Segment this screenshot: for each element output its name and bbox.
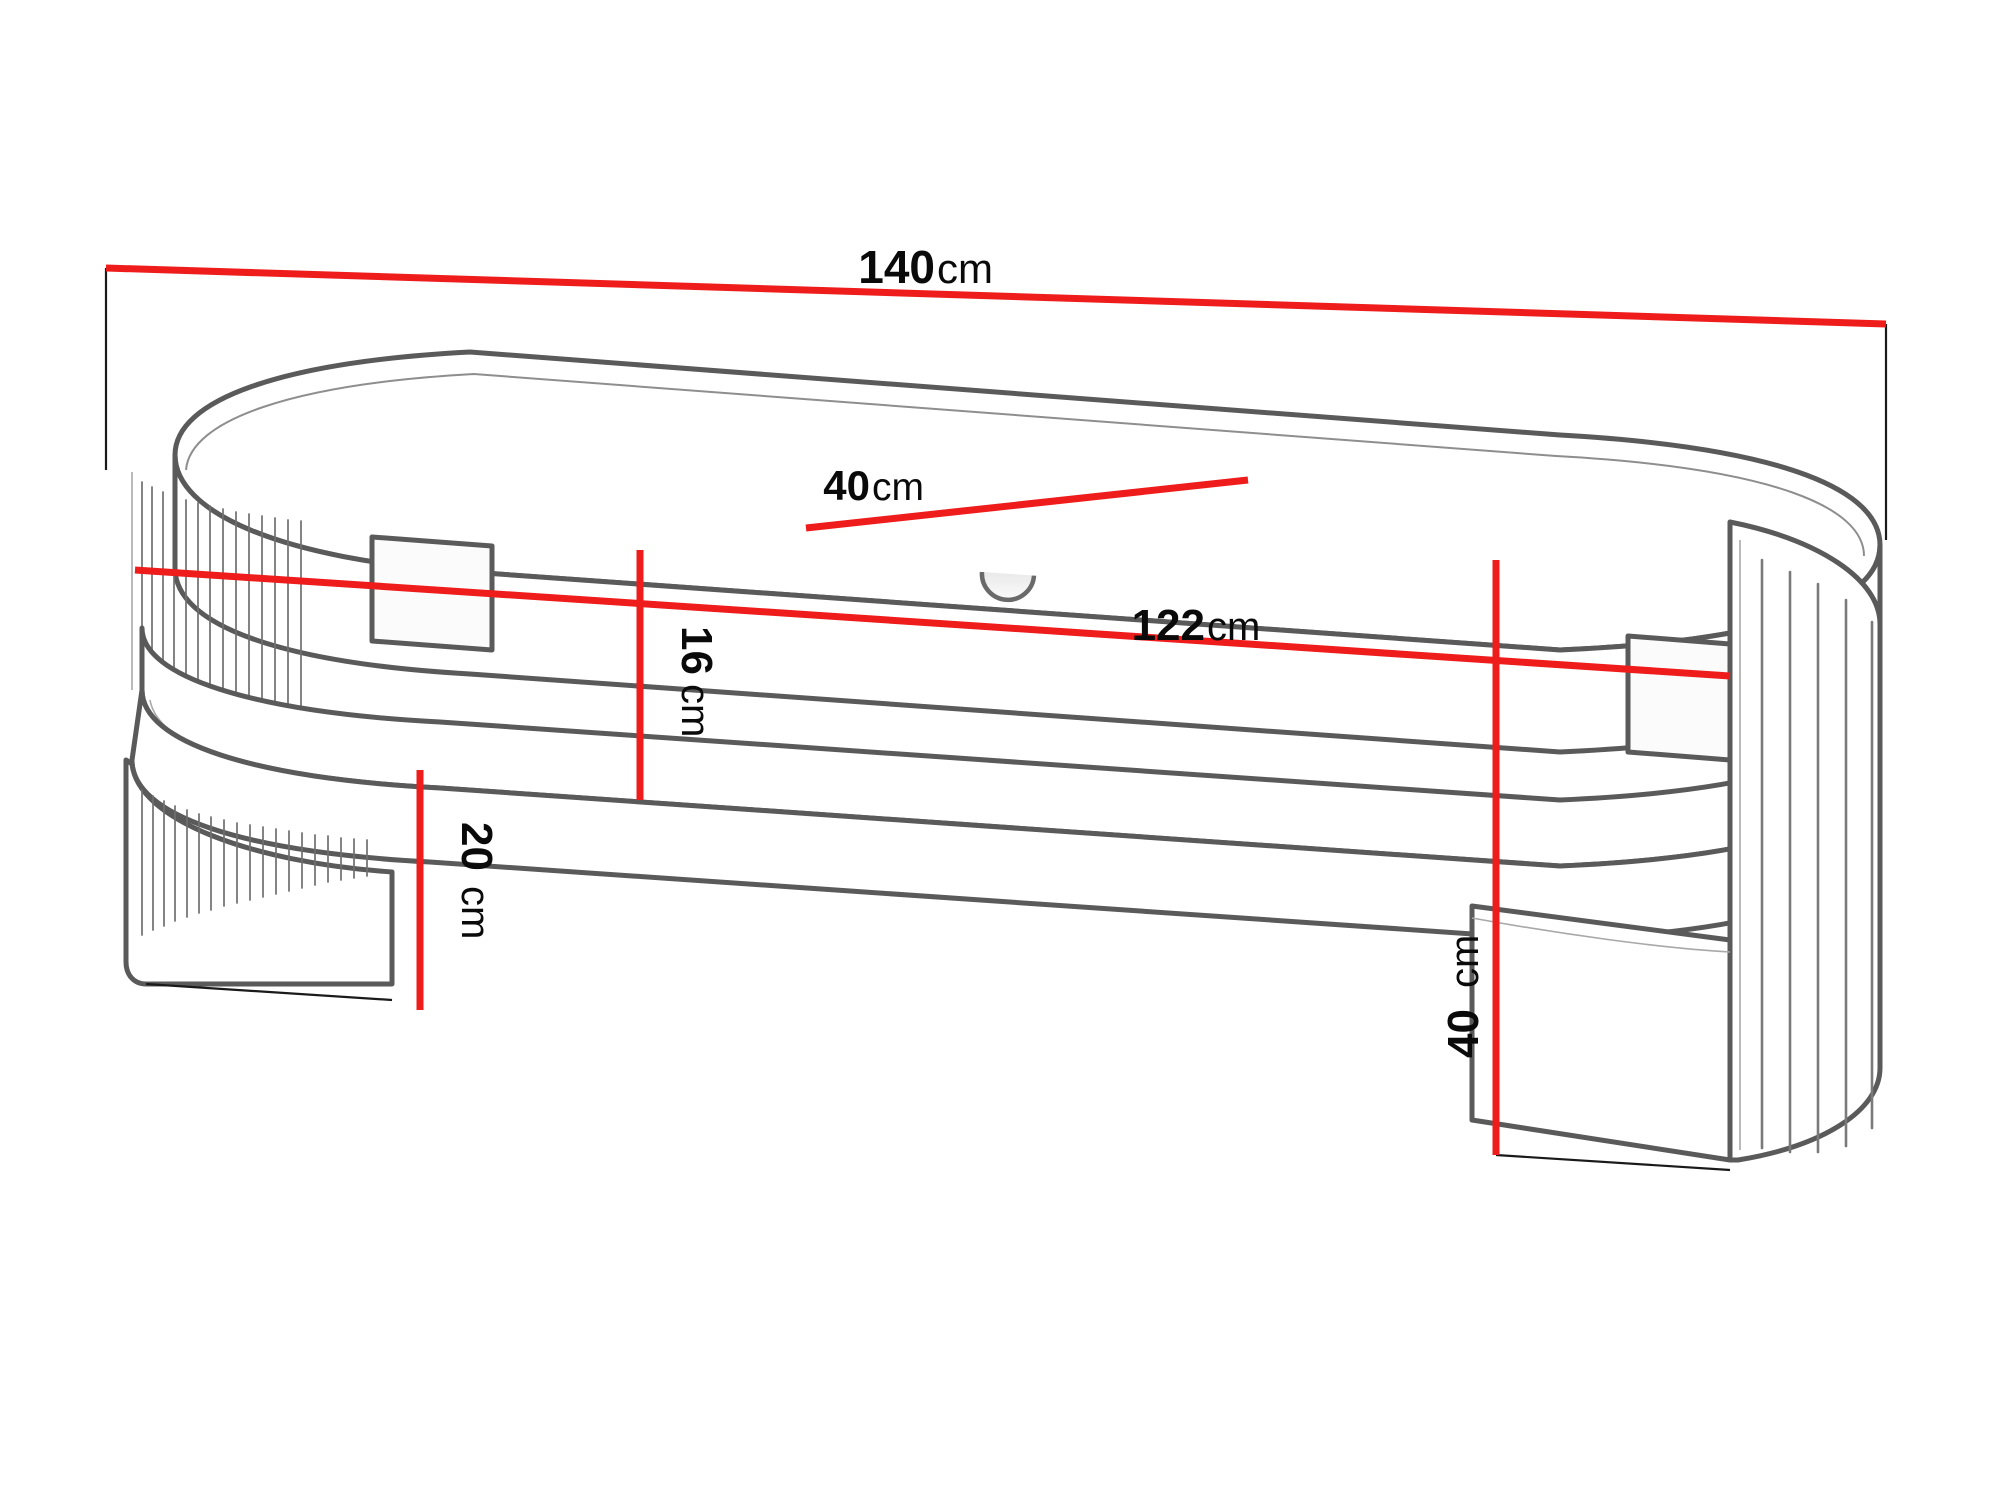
upper-front-band: [172, 452, 1883, 755]
right-lower-leg: [1469, 903, 1733, 1163]
dimension-140-unit: cm: [937, 245, 993, 292]
dimension-total-width: 140 cm: [104, 241, 1888, 540]
dimension-20-value: 20: [452, 822, 501, 871]
dimension-20-unit: cm: [453, 886, 497, 939]
dimension-depth: 40 cm: [805, 462, 1249, 532]
dimension-depth-value: 40: [823, 462, 870, 509]
dimension-122-unit: cm: [1207, 605, 1260, 649]
dimension-16-value: 16: [672, 626, 721, 675]
dimension-16-unit: cm: [673, 684, 717, 737]
dimension-140-value: 140: [858, 241, 935, 293]
furniture-illustration: [123, 349, 1883, 1163]
dimension-122-value: 122: [1132, 601, 1205, 650]
left-lower-fluted-leg: [123, 757, 395, 1002]
dimension-height-value: 40: [1439, 1009, 1488, 1058]
right-niche: [1625, 633, 1733, 763]
dimension-total-height: 40 cm: [1439, 560, 1731, 1172]
dimension-depth-unit: cm: [872, 466, 924, 509]
dimension-inner-width: 122 cm: [134, 566, 1731, 680]
right-fluted-panel: [1727, 519, 1883, 1163]
dimension-shelf-height: 16 cm: [636, 550, 721, 800]
cable-cutout: [979, 571, 1037, 603]
dimension-height-unit: cm: [1443, 935, 1487, 988]
left-niche: [369, 534, 495, 653]
dimension-base-height: 20 cm: [416, 770, 501, 1010]
